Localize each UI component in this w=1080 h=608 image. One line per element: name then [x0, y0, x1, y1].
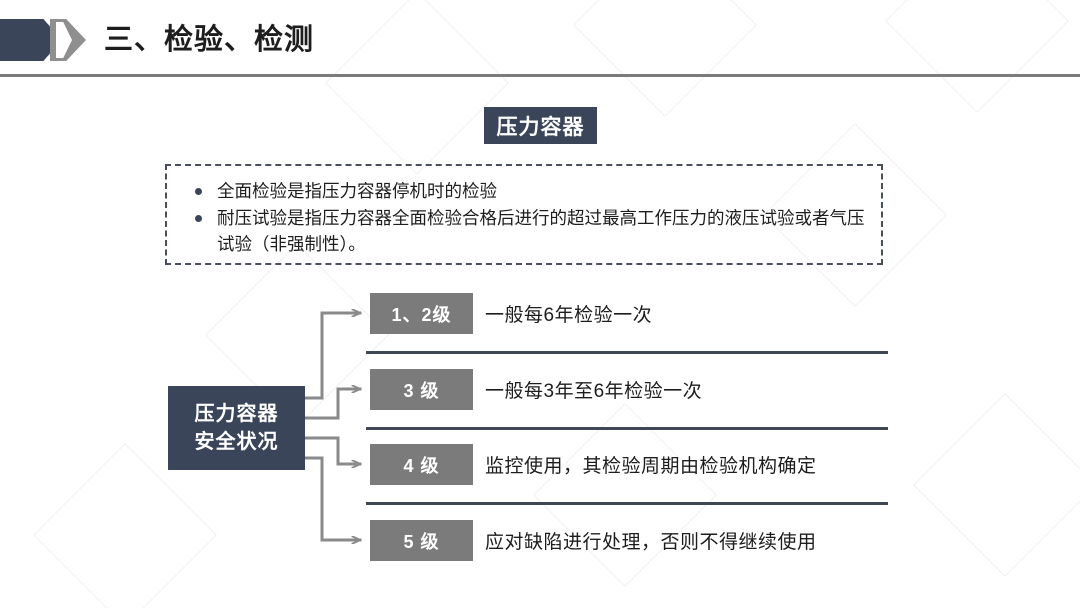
slide-header: 三、检验、检测: [0, 0, 1080, 80]
definition-list: 全面检验是指压力容器停机时的检验 耐压试验是指压力容器全面检验合格后进行的超过最…: [193, 178, 865, 258]
level-badge: 3 级: [370, 369, 473, 410]
level-description: 一般每6年检验一次: [485, 305, 653, 326]
level-badge: 1、2级: [370, 293, 473, 334]
level-description: 监控使用，其检验周期由检验机构确定: [485, 456, 817, 477]
level-badge: 4 级: [370, 444, 473, 485]
flow-source-line2: 安全状况: [194, 431, 279, 453]
row-separator: [366, 502, 888, 505]
flow-source-line1: 压力容器: [194, 403, 279, 425]
list-item: 耐压试验是指压力容器全面检验合格后进行的超过最高工作压力的液压试验或者气压试验（…: [193, 205, 865, 257]
header-divider: [0, 74, 1080, 77]
list-item: 全面检验是指压力容器停机时的检验: [193, 178, 865, 204]
list-item-text: 全面检验是指压力容器停机时的检验: [217, 181, 497, 201]
row-separator: [366, 427, 888, 430]
bullet-icon: [195, 215, 202, 222]
section-badge: 压力容器: [484, 107, 597, 144]
flow-source-node: 压力容器 安全状况: [168, 386, 305, 470]
definition-note-box: 全面检验是指压力容器停机时的检验 耐压试验是指压力容器全面检验合格后进行的超过最…: [165, 164, 883, 265]
bullet-icon: [195, 188, 202, 195]
level-badge: 5 级: [370, 520, 473, 561]
level-description: 应对缺陷进行处理，否则不得继续使用: [485, 532, 817, 553]
page-title: 三、检验、检测: [104, 24, 315, 56]
row-separator: [366, 351, 888, 354]
level-description: 一般每3年至6年检验一次: [485, 381, 703, 402]
list-item-text: 耐压试验是指压力容器全面检验合格后进行的超过最高工作压力的液压试验或者气压试验（…: [217, 208, 865, 254]
